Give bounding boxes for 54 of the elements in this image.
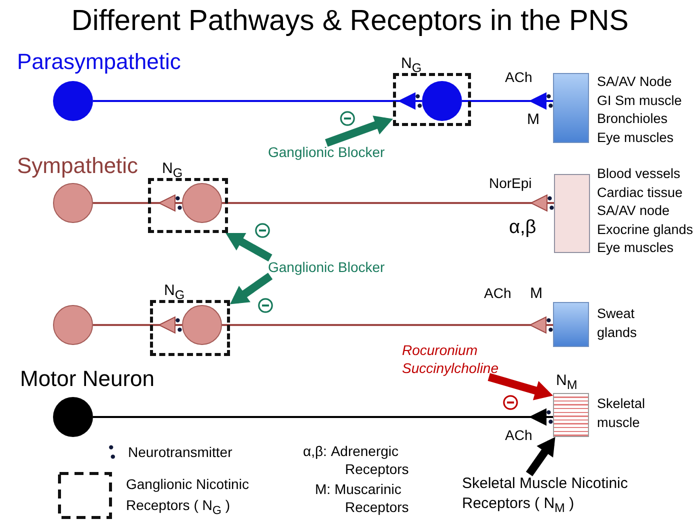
drug-name: Rocuronium (402, 341, 478, 359)
organ-label: SA/AV Node (597, 73, 673, 91)
pathway-heading: Motor Neuron (20, 365, 155, 393)
receptor-label: N$_{G}$ (401, 55, 422, 77)
organ-label: Eye muscles (597, 128, 675, 147)
organ-label: Blood vessels (597, 165, 682, 183)
block-arrow (526, 436, 556, 476)
axon-line (93, 316, 182, 334)
receptor-label: N$_{M}$ (556, 371, 578, 394)
block-arrow (230, 272, 273, 304)
drug-label: Ganglionic Blocker (268, 258, 385, 276)
cell-body (53, 81, 93, 121)
legend-text: Neurotransmitter (128, 443, 232, 462)
neurotransmitter-label: NorEpi (489, 174, 532, 192)
pathway-heading: Parasympathetic (17, 48, 181, 76)
cell-body (182, 305, 222, 345)
axon-line (93, 408, 554, 426)
title: Different Pathways & Receptors in the PNS (71, 4, 629, 38)
neurotransmitter-label: ACh (505, 426, 532, 444)
cell-body (422, 81, 462, 121)
callout-text: Skeletal Muscle Nicotinic Receptors ( N$_{M}$ ) (462, 474, 629, 517)
legend-text: Ganglionic Nicotinic Receptors ( N$_{G}$ ) (126, 475, 250, 519)
receptor-label: α,β (509, 216, 536, 240)
receptor-label: N$_{G}$ (162, 160, 183, 182)
cell-body (53, 183, 93, 223)
axon-line (222, 194, 554, 212)
organ-label: GI Sm muscle (597, 92, 683, 110)
neurotransmitter-label: ACh (484, 284, 512, 302)
legend-text: α,β: Adrenergic Receptors (303, 442, 410, 478)
axon-line (93, 194, 182, 212)
organ-label: Sweat glands (597, 305, 638, 342)
organ-label: Skeletal muscle (597, 395, 646, 432)
receptor-label: M (527, 110, 540, 129)
block-arrow (325, 116, 393, 147)
axon-line (462, 92, 554, 110)
organ-label: SA/AV node (597, 202, 671, 220)
drug-name: Succinylcholine (402, 359, 498, 377)
drug-label: Ganglionic Blocker (268, 143, 385, 161)
pathway-heading: Sympathetic (17, 152, 138, 180)
neurotransmitter-label: ACh (505, 68, 532, 86)
cell-body (53, 305, 93, 345)
organ-label: Cardiac tissue (597, 184, 684, 202)
receptor-label: M (530, 284, 542, 303)
block-arrow (226, 232, 272, 262)
block-arrow (488, 373, 554, 400)
axon-line (222, 316, 554, 334)
cell-body (182, 183, 222, 223)
cell-body (53, 397, 93, 437)
legend-text: M: Muscarinic Receptors (315, 480, 410, 516)
receptor-label: N$_{G}$ (164, 282, 185, 304)
axon-line (93, 92, 422, 110)
organ-label: Bronchioles (597, 110, 669, 128)
organ-label: Eye muscles (597, 239, 675, 257)
organ-label: Exocrine glands (597, 220, 694, 239)
